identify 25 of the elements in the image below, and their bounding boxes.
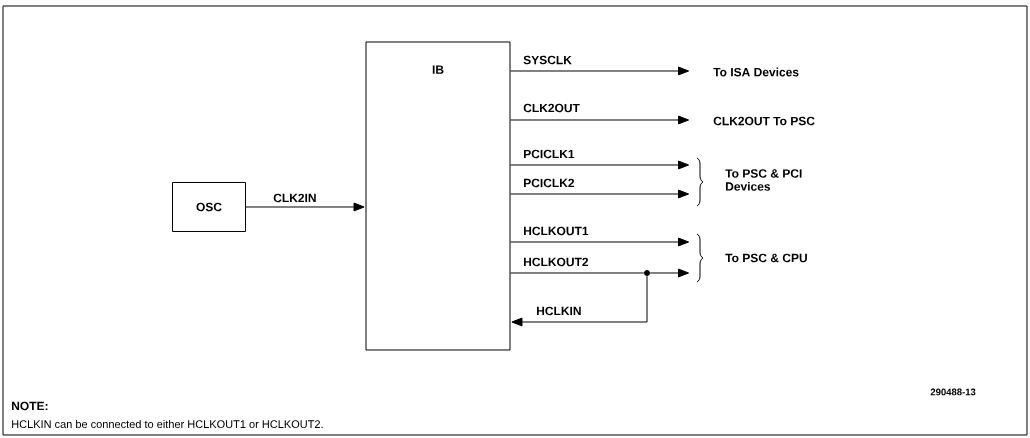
note-text: HCLKIN can be connected to either HCLKOUT1 or HCLKOUT2. [12,419,323,429]
process-box: OSC [172,182,246,232]
edge-label: HCLKOUT2 [524,257,589,267]
edge-label: CLK2OUT [523,103,580,113]
arrow [245,202,365,212]
destination-label: CLK2OUT To PSC [713,116,815,126]
arrow [510,189,690,199]
arrow [510,237,690,247]
edge-label: HCLKIN [537,306,581,316]
destination-label: To ISA Devices [713,67,799,77]
edge-label: SYSCLK [523,55,572,65]
destination-label: To PSC & PCI Devices [725,169,802,191]
note-heading: NOTE: [12,401,48,411]
destination-label: To PSC & CPU [725,253,807,263]
arrow [511,275,648,327]
arrow [649,268,690,278]
arrow [510,115,690,125]
edge-label: HCLKOUT1 [524,226,589,236]
figure-number: 290488-13 [930,388,976,396]
edge-label: PCICLK1 [524,149,575,159]
arrow [510,66,690,76]
edge-label: PCICLK2 [524,178,575,188]
chip-block: IB [365,41,511,351]
arrow [510,160,690,170]
edge-label: CLK2IN [273,193,316,203]
